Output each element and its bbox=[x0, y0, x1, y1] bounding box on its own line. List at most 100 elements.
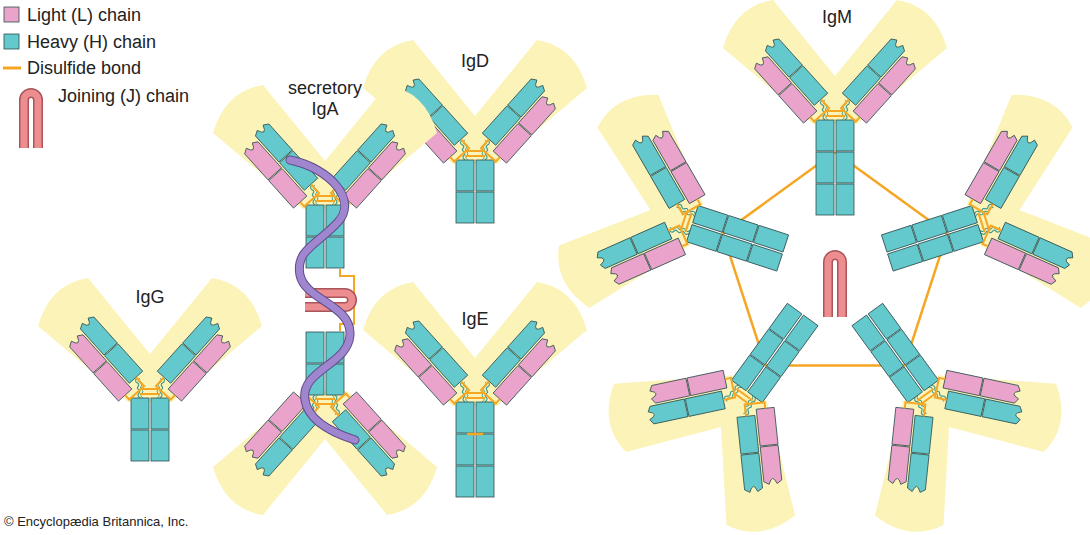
heavy-chain-constant bbox=[151, 398, 169, 429]
antibody-monomer bbox=[38, 278, 262, 461]
light-chain-constant bbox=[756, 407, 778, 446]
disulfide-bond bbox=[140, 389, 160, 394]
heavy-chain-constant bbox=[456, 192, 474, 223]
light-chain-constant bbox=[965, 163, 999, 204]
disulfide-bond bbox=[121, 377, 144, 399]
light-chain-variable bbox=[651, 129, 686, 171]
heavy-chain-constant bbox=[836, 184, 854, 215]
light-chain-variable bbox=[1019, 254, 1061, 286]
disulfide-bond bbox=[841, 99, 864, 121]
background-fan bbox=[939, 80, 1090, 331]
disulfide-bond bbox=[745, 402, 766, 416]
disulfide-bond bbox=[917, 389, 936, 405]
light-chain-variable bbox=[519, 337, 558, 377]
background-fan bbox=[830, 322, 1084, 535]
joining-chain-fill bbox=[24, 93, 38, 148]
disulfide-bond bbox=[446, 139, 469, 161]
legend-line-sample bbox=[3, 67, 21, 70]
light-chain-variable bbox=[243, 420, 282, 460]
disulfide-bond bbox=[719, 378, 735, 400]
heavy-chain-constant bbox=[836, 152, 854, 183]
light-chain-variable bbox=[649, 378, 690, 404]
disulfide-bond bbox=[723, 152, 947, 365]
joining-chain bbox=[828, 255, 842, 317]
joining-chain-fill bbox=[828, 255, 842, 317]
heavy-chain-constant bbox=[306, 205, 324, 236]
heavy-chain-constant bbox=[326, 237, 344, 268]
heavy-chain-constant bbox=[911, 415, 933, 454]
disulfide-bond bbox=[465, 393, 485, 398]
class-label: IgE bbox=[445, 309, 505, 330]
heavy-chain-constant bbox=[476, 192, 494, 223]
heavy-chain-constant bbox=[816, 152, 834, 183]
light-chain-variable bbox=[980, 378, 1021, 404]
light-chain-variable bbox=[194, 333, 233, 373]
disulfide-bond bbox=[935, 378, 951, 400]
background-fan bbox=[723, 0, 947, 124]
light-chain-variable bbox=[753, 55, 792, 95]
joining-chain bbox=[24, 93, 38, 148]
light-chain-constant bbox=[943, 370, 983, 395]
copyright-notice: © Encyclopædia Britannica, Inc. bbox=[4, 514, 304, 530]
disulfide-bond bbox=[315, 399, 335, 404]
disulfide-bond bbox=[315, 196, 335, 201]
disulfide-bond bbox=[156, 377, 179, 399]
heavy-chain-constant bbox=[456, 402, 474, 433]
background-fan bbox=[363, 282, 587, 406]
legend-text: Light (L) chain bbox=[27, 4, 141, 26]
heavy-chain-constant bbox=[888, 244, 923, 271]
heavy-chain-constant bbox=[737, 415, 759, 454]
heavy-chain-variable bbox=[647, 399, 688, 425]
heavy-chain-constant bbox=[476, 402, 494, 433]
legend-text: Disulfide bond bbox=[27, 57, 141, 79]
light-chain-variable bbox=[984, 129, 1019, 171]
disulfide-bond bbox=[481, 381, 504, 403]
heavy-chain-constant bbox=[131, 398, 149, 429]
joining-chain-outline bbox=[828, 255, 842, 317]
heavy-chain-constant bbox=[306, 332, 324, 363]
heavy-chain-variable bbox=[982, 399, 1023, 425]
disulfide-bond bbox=[825, 111, 845, 116]
disulfide-bond bbox=[806, 99, 829, 121]
legend-swatch bbox=[4, 7, 19, 22]
heavy-chain-constant bbox=[754, 225, 789, 252]
light-chain-variable bbox=[393, 337, 432, 377]
antibody-monomer bbox=[853, 80, 1090, 359]
light-chain-variable bbox=[519, 95, 558, 135]
heavy-chain-constant bbox=[836, 120, 854, 151]
secretory-component bbox=[290, 160, 355, 440]
antibody-monomer bbox=[777, 249, 1085, 535]
light-chain-variable bbox=[369, 140, 408, 180]
disulfide-bond bbox=[733, 389, 752, 405]
antibody-monomer bbox=[586, 249, 894, 535]
disulfide-bond bbox=[465, 151, 485, 156]
light-chain-variable bbox=[609, 254, 651, 286]
heavy-chain-constant bbox=[769, 303, 802, 339]
legend-text: Joining (J) chain bbox=[58, 85, 189, 107]
heavy-chain-constant bbox=[816, 120, 834, 151]
disulfide-bond bbox=[296, 184, 319, 206]
antibodies bbox=[38, 0, 1090, 535]
disulfide-bond bbox=[904, 402, 925, 416]
heavy-chain-constant bbox=[852, 315, 885, 351]
background-fan bbox=[213, 391, 437, 515]
heavy-chain-constant bbox=[948, 225, 983, 252]
antibody-monomer bbox=[723, 0, 947, 215]
legend-swatch bbox=[4, 34, 19, 49]
heavy-chain-constant bbox=[456, 160, 474, 191]
class-label: IgG bbox=[120, 287, 180, 308]
heavy-chain-constant bbox=[918, 234, 953, 261]
disulfide-bond bbox=[970, 194, 993, 214]
light-chain-variable bbox=[760, 445, 782, 485]
light-chain-variable bbox=[888, 445, 910, 485]
heavy-chain-constant bbox=[693, 206, 728, 233]
light-chain-constant bbox=[687, 370, 727, 395]
heavy-chain-variable bbox=[741, 453, 763, 493]
heavy-chain-constant bbox=[151, 430, 169, 461]
heavy-chain-constant bbox=[456, 466, 474, 497]
class-label: IgM bbox=[807, 7, 867, 28]
light-chain-variable bbox=[879, 55, 918, 95]
heavy-chain-constant bbox=[476, 466, 494, 497]
